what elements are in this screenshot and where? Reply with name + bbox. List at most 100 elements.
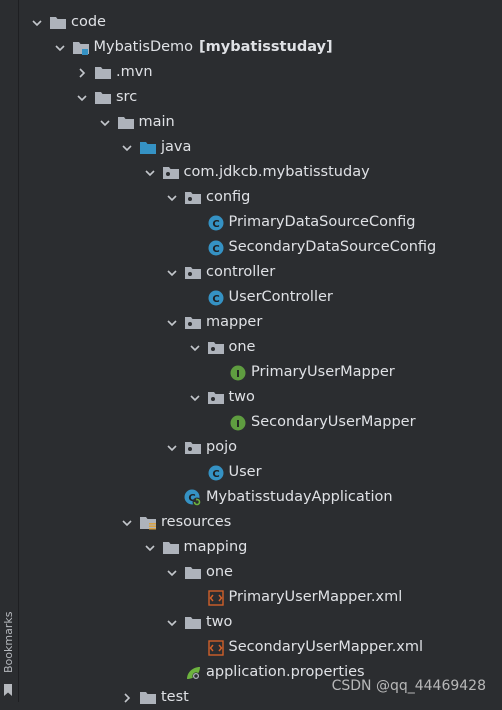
- package-icon: [162, 165, 180, 181]
- package-icon: [184, 440, 202, 456]
- chevron-down-icon[interactable]: [52, 40, 68, 56]
- chevron-down-icon[interactable]: [29, 15, 45, 31]
- svg-text:I: I: [236, 369, 240, 380]
- tree-row[interactable]: mapping: [19, 535, 502, 560]
- class-icon: C: [207, 215, 225, 231]
- folder-icon: [184, 615, 202, 631]
- tree-row-label: java: [161, 139, 192, 155]
- folder-icon: [139, 690, 157, 706]
- chevron-down-icon[interactable]: [164, 615, 180, 631]
- watermark: CSDN @qq_44469428: [331, 678, 486, 694]
- chevron-down-icon[interactable]: [119, 515, 135, 531]
- folder-icon: [49, 15, 67, 31]
- arrow-spacer: [164, 490, 180, 506]
- arrow-spacer: [187, 640, 203, 656]
- tree-row[interactable]: pojo: [19, 435, 502, 460]
- interface-icon: I: [229, 415, 247, 431]
- bookmarks-tab-label[interactable]: Bookmarks: [2, 611, 15, 673]
- package-icon: [207, 340, 225, 356]
- tree-row[interactable]: SecondaryUserMapper.xml: [19, 635, 502, 660]
- folder-icon: [117, 115, 135, 131]
- tree-row[interactable]: controller: [19, 260, 502, 285]
- tree-row[interactable]: .mvn: [19, 60, 502, 85]
- tree-row[interactable]: src: [19, 85, 502, 110]
- tree-row[interactable]: one: [19, 560, 502, 585]
- tree-row-label: mapping: [183, 539, 248, 555]
- folder-icon: [184, 565, 202, 581]
- tree-row-label: pojo: [206, 439, 237, 455]
- chevron-down-icon[interactable]: [142, 540, 158, 556]
- source-folder-icon: [139, 140, 157, 156]
- arrow-spacer: [187, 215, 203, 231]
- arrow-spacer: [187, 590, 203, 606]
- tree-row[interactable]: application.properties: [19, 660, 502, 685]
- class-icon: C: [207, 290, 225, 306]
- package-icon: [184, 190, 202, 206]
- tree-row-label: SecondaryDataSourceConfig: [228, 239, 437, 255]
- chevron-down-icon[interactable]: [119, 140, 135, 156]
- svg-text:C: C: [212, 294, 219, 305]
- module-icon: [72, 40, 90, 56]
- tree-row-label: two: [228, 389, 255, 405]
- tree-row[interactable]: MybatisDemo[mybatisstuday]: [19, 35, 502, 60]
- xml-file-icon: [207, 639, 225, 656]
- chevron-down-icon[interactable]: [164, 190, 180, 206]
- arrow-spacer: [209, 415, 225, 431]
- chevron-right-icon[interactable]: [119, 690, 135, 706]
- tree-row-label: one: [228, 339, 256, 355]
- tree-row[interactable]: test: [19, 685, 502, 710]
- chevron-right-icon[interactable]: [74, 65, 90, 81]
- tree-row-label: config: [206, 189, 251, 205]
- package-icon: [184, 315, 202, 331]
- interface-icon: I: [229, 365, 247, 381]
- package-icon: [207, 390, 225, 406]
- chevron-down-icon[interactable]: [187, 340, 203, 356]
- xml-file-icon: [207, 589, 225, 606]
- svg-text:C: C: [212, 219, 219, 230]
- bookmark-icon[interactable]: [3, 684, 13, 696]
- tree-row-label: application.properties: [206, 664, 365, 680]
- module-name-suffix: [mybatisstuday]: [199, 39, 333, 55]
- tree-row[interactable]: config: [19, 185, 502, 210]
- chevron-down-icon[interactable]: [164, 440, 180, 456]
- tree-row[interactable]: PrimaryUserMapper.xml: [19, 585, 502, 610]
- chevron-down-icon[interactable]: [74, 90, 90, 106]
- chevron-down-icon[interactable]: [164, 265, 180, 281]
- package-icon: [184, 265, 202, 281]
- class-icon: C: [207, 465, 225, 481]
- tree-row[interactable]: java: [19, 135, 502, 160]
- tree-row-label: resources: [161, 514, 232, 530]
- tree-row-label: code: [71, 14, 106, 30]
- chevron-down-icon[interactable]: [164, 565, 180, 581]
- tree-row[interactable]: two: [19, 610, 502, 635]
- arrow-spacer: [209, 365, 225, 381]
- tree-row[interactable]: main: [19, 110, 502, 135]
- arrow-spacer: [187, 290, 203, 306]
- tree-row[interactable]: two: [19, 385, 502, 410]
- tree-row-label: two: [206, 614, 233, 630]
- chevron-down-icon[interactable]: [142, 165, 158, 181]
- tree-row[interactable]: code: [19, 10, 502, 35]
- svg-text:C: C: [212, 469, 219, 480]
- chevron-down-icon[interactable]: [187, 390, 203, 406]
- bookmarks-tool-strip: Bookmarks: [0, 0, 19, 702]
- tree-row[interactable]: com.jdkcb.mybatisstuday: [19, 160, 502, 185]
- chevron-down-icon[interactable]: [164, 315, 180, 331]
- folder-icon: [94, 65, 112, 81]
- tree-row[interactable]: one: [19, 335, 502, 360]
- resources-folder-icon: [139, 515, 157, 531]
- tree-row[interactable]: mapper: [19, 310, 502, 335]
- tree-row-label: PrimaryUserMapper.xml: [228, 589, 403, 605]
- tree-row-label: main: [138, 114, 175, 130]
- arrow-spacer: [187, 465, 203, 481]
- chevron-down-icon[interactable]: [97, 115, 113, 131]
- tree-row[interactable]: resources: [19, 510, 502, 535]
